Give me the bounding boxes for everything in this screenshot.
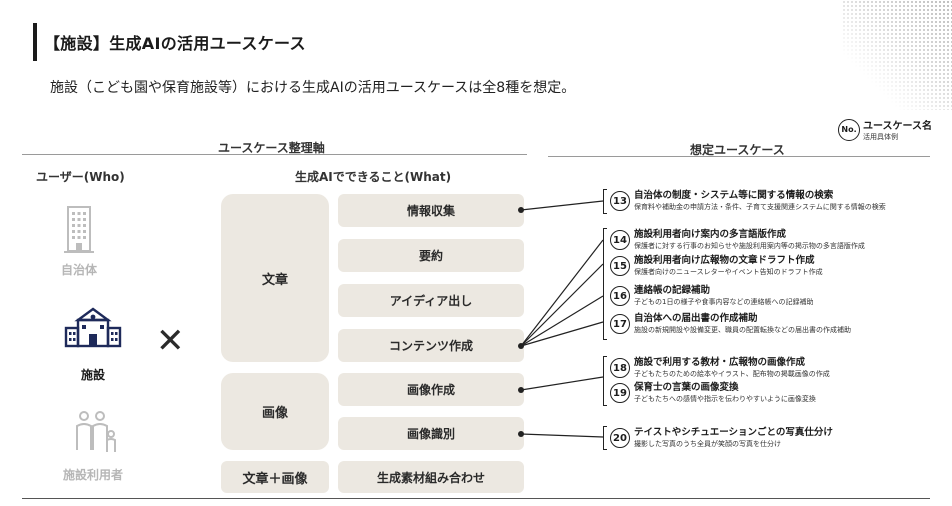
- usecase-number: 13: [610, 191, 630, 211]
- usecase-example: 施設の新規開設や設備変更、職員の配置転換などの届出書の作成補助: [634, 326, 851, 334]
- family-icon: [76, 411, 116, 452]
- usecase-14: 14 施設利用者向け案内の多言語版作成 保護者に対する行事のお知らせや施設利用案…: [610, 229, 865, 251]
- usecase-number: 15: [610, 256, 630, 276]
- building-icon: [64, 206, 94, 253]
- bracket-14-17: [603, 228, 607, 340]
- legend-title: ユースケース名: [863, 121, 932, 132]
- usecase-name: 自治体への届出書の作成補助: [634, 313, 758, 324]
- usecase-number: 17: [610, 314, 630, 334]
- user-label-facility-users: 施設利用者: [62, 468, 123, 482]
- usecase-example: 子どもの1日の様子や食事内容などの連絡帳への記録補助: [634, 298, 814, 306]
- cross-mark: ✕: [156, 321, 185, 361]
- usecase-15: 15 施設利用者向け広報物の文章ドラフト作成 保護者向けのニュースレターやイベン…: [610, 255, 823, 277]
- decorative-dot-pattern: [842, 0, 952, 110]
- usecase-17: 17 自治体への届出書の作成補助 施設の新規開設や設備変更、職員の配置転換などの…: [610, 313, 851, 335]
- left-section-rule: [22, 154, 527, 155]
- capability-material-combination: 生成素材組み合わせ: [338, 461, 524, 493]
- usecase-name: 自治体の制度・システム等に関する情報の検索: [634, 190, 834, 201]
- bracket-13: [603, 189, 607, 214]
- page-subtitle: 施設（こども園や保育施設等）における生成AIの活用ユースケースは全8種を想定。: [50, 80, 576, 96]
- legend-number-icon: No.: [838, 118, 860, 141]
- what-column-header: 生成AIでできること(What): [295, 170, 452, 184]
- capability-info-gathering: 情報収集: [338, 194, 524, 227]
- user-facility-users: 施設利用者: [48, 410, 138, 483]
- usecase-number: 18: [610, 358, 630, 378]
- capability-summary: 要約: [338, 239, 524, 272]
- usecase-name: 施設利用者向け案内の多言語版作成: [634, 229, 787, 240]
- usecase-example: 保護者に対する行事のお知らせや施設利用案内等の掲示物の多言語版作成: [634, 242, 865, 250]
- user-label-municipality: 自治体: [60, 263, 97, 277]
- usecase-16: 16 連絡帳の記録補助 子どもの1日の様子や食事内容などの連絡帳への記録補助: [610, 285, 813, 307]
- usecase-example: 撮影した写真のうち全員が笑顔の写真を仕分け: [634, 440, 781, 448]
- left-section-header: ユースケース整理軸: [218, 141, 325, 155]
- bottom-rule: [22, 498, 930, 499]
- usecase-name: 連絡帳の記録補助: [634, 285, 711, 296]
- usecase-example: 子どもたちのための絵本やイラスト、配布物の掲載画像の作成: [634, 370, 830, 378]
- usecase-19: 19 保育士の言葉の画像変換 子どもたちへの感情や指示を伝わりやすいように画像変…: [610, 382, 816, 404]
- usecase-number: 16: [610, 286, 630, 306]
- legend: No. ユースケース名 活用具体例: [838, 117, 932, 142]
- usecase-20: 20 テイストやシチュエーションごとの写真仕分け 撮影した写真のうち全員が笑顔の…: [610, 427, 833, 449]
- right-section-header: 想定ユースケース: [690, 143, 785, 157]
- category-text: 文章: [221, 194, 329, 362]
- legend-sub: 活用具体例: [863, 133, 898, 141]
- capability-content-creation: コンテンツ作成: [338, 329, 524, 362]
- category-image: 画像: [221, 373, 329, 450]
- usecase-example: 保護者向けのニュースレターやイベント告知のドラフト作成: [634, 268, 823, 276]
- user-municipality: 自治体: [34, 205, 124, 278]
- usecase-name: 施設利用者向け広報物の文章ドラフト作成: [634, 255, 815, 266]
- user-facility: 施設: [48, 306, 138, 383]
- bracket-20: [603, 426, 607, 450]
- usecase-name: 保育士の言葉の画像変換: [634, 382, 739, 393]
- usecase-name: 施設で利用する教材・広報物の画像作成: [634, 357, 806, 368]
- usecase-18: 18 施設で利用する教材・広報物の画像作成 子どもたちのための絵本やイラスト、配…: [610, 357, 830, 379]
- right-section-rule: [548, 156, 930, 157]
- usecase-number: 19: [610, 383, 630, 403]
- school-icon: [64, 307, 122, 348]
- usecase-example: 子どもたちへの感情や指示を伝わりやすいように画像変換: [634, 395, 816, 403]
- user-label-facility: 施設: [80, 368, 105, 382]
- category-text-image: 文章＋画像: [221, 461, 329, 493]
- bracket-18-19: [603, 356, 607, 406]
- capability-ideation: アイディア出し: [338, 284, 524, 317]
- usecase-13: 13 自治体の制度・システム等に関する情報の検索 保育料や補助金の申請方法・条件…: [610, 190, 886, 212]
- usecase-number: 14: [610, 230, 630, 250]
- capability-image-creation: 画像作成: [338, 373, 524, 406]
- title-accent-bar: [33, 23, 37, 61]
- capability-image-recognition: 画像識別: [338, 417, 524, 450]
- page-title: 【施設】生成AIの活用ユースケース: [44, 34, 306, 53]
- usecase-name: テイストやシチュエーションごとの写真仕分け: [634, 427, 833, 438]
- who-column-header: ユーザー(Who): [36, 170, 125, 184]
- usecase-number: 20: [610, 428, 630, 448]
- usecase-example: 保育料や補助金の申請方法・条件、子育て支援関連システムに関する情報の検索: [634, 203, 886, 211]
